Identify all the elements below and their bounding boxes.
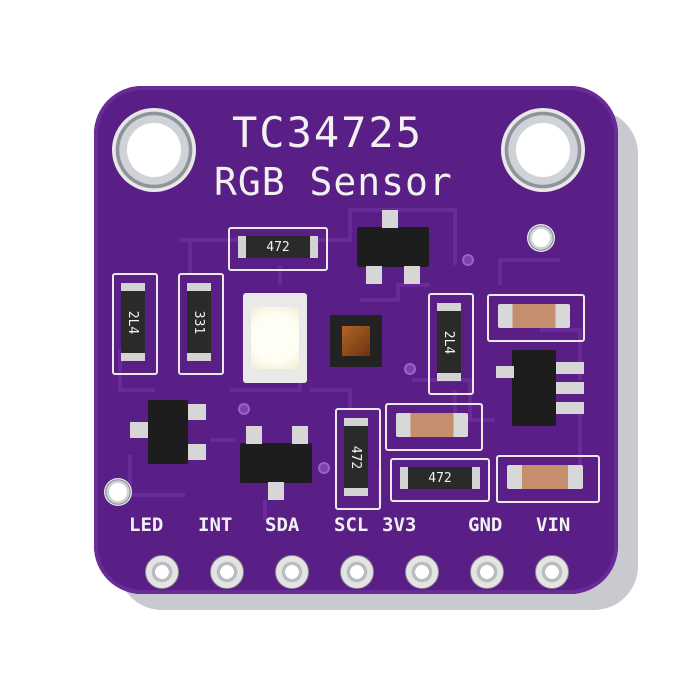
board-title: TC34725 [232,108,424,157]
led-lens [251,307,299,369]
capacitor-top-right [498,304,570,328]
resistor-code-bottom-middle: 472 [348,445,364,469]
resistor-code-331: 331 [191,310,207,334]
white-led [243,293,307,383]
via-4 [404,363,416,375]
resistor-outline-top [228,227,328,271]
capacitor-outline-top-right [487,294,585,342]
small-hole-right [527,224,555,252]
resistor-outline-right [428,293,474,395]
transistor-left-leg-1 [130,422,148,438]
transistor-bottom-leg-1 [246,426,262,444]
pin-pad-vin [535,555,569,589]
pin-label-3v3: 3V3 [382,514,417,536]
pin-label-int: INT [198,514,233,536]
resistor-outline-bottom-middle [335,408,381,510]
board-subtitle: RGB Sensor [214,160,453,204]
pin-label-sda: SDA [265,514,300,536]
regulator-leg-2 [556,362,584,374]
capacitor-bottom-right [507,465,583,489]
transistor-left-leg-2 [188,404,206,420]
regulator-leg-4 [556,402,584,414]
resistor-code-right: 2L4 [441,330,457,354]
resistor-331: 331 [187,283,211,361]
transistor-left [148,400,188,464]
capacitor-outline-middle [385,403,483,451]
transistor-bottom [240,443,312,483]
via-3 [318,462,330,474]
resistor-outline-331 [178,273,224,375]
rgb-sensor-chip [330,315,382,367]
transistor-left-leg-3 [188,444,206,460]
resistor-left: 2L4 [121,283,145,361]
capacitor-outline-bottom-right [496,455,600,503]
regulator-leg-1 [496,366,514,378]
pin-pad-gnd [470,555,504,589]
pin-label-gnd: GND [468,514,503,536]
transistor-top-leg-1 [382,210,398,228]
transistor-top [357,227,429,267]
resistor-bottom-middle: 472 [344,418,368,496]
capacitor-middle [396,413,468,437]
transistor-bottom-leg-2 [292,426,308,444]
pin-pad-scl [340,555,374,589]
transistor-bottom-leg-3 [268,482,284,500]
resistor-top: 472 [238,236,318,258]
resistor-bottom: 472 [400,467,480,489]
via-2 [238,403,250,415]
resistor-code-bottom: 472 [428,470,452,486]
mounting-hole-right [501,108,585,192]
resistor-code-left: 2L4 [125,310,141,334]
transistor-top-leg-3 [404,266,420,284]
sensor-die [342,326,370,356]
resistor-outline-left [112,273,158,375]
pin-pad-3v3 [405,555,439,589]
pin-label-scl: SCL [334,514,369,536]
small-hole-left [104,478,132,506]
regulator-leg-3 [556,382,584,394]
pin-pad-led [145,555,179,589]
resistor-right: 2L4 [437,303,461,381]
via-1 [462,254,474,266]
resistor-outline-bottom [390,458,490,502]
pin-label-led: LED [129,514,164,536]
resistor-code-top: 472 [266,239,290,255]
mounting-hole-left [112,108,196,192]
pin-pad-sda [275,555,309,589]
pin-label-vin: VIN [536,514,571,536]
pin-pad-int [210,555,244,589]
regulator-chip [512,350,556,426]
transistor-top-leg-2 [366,266,382,284]
